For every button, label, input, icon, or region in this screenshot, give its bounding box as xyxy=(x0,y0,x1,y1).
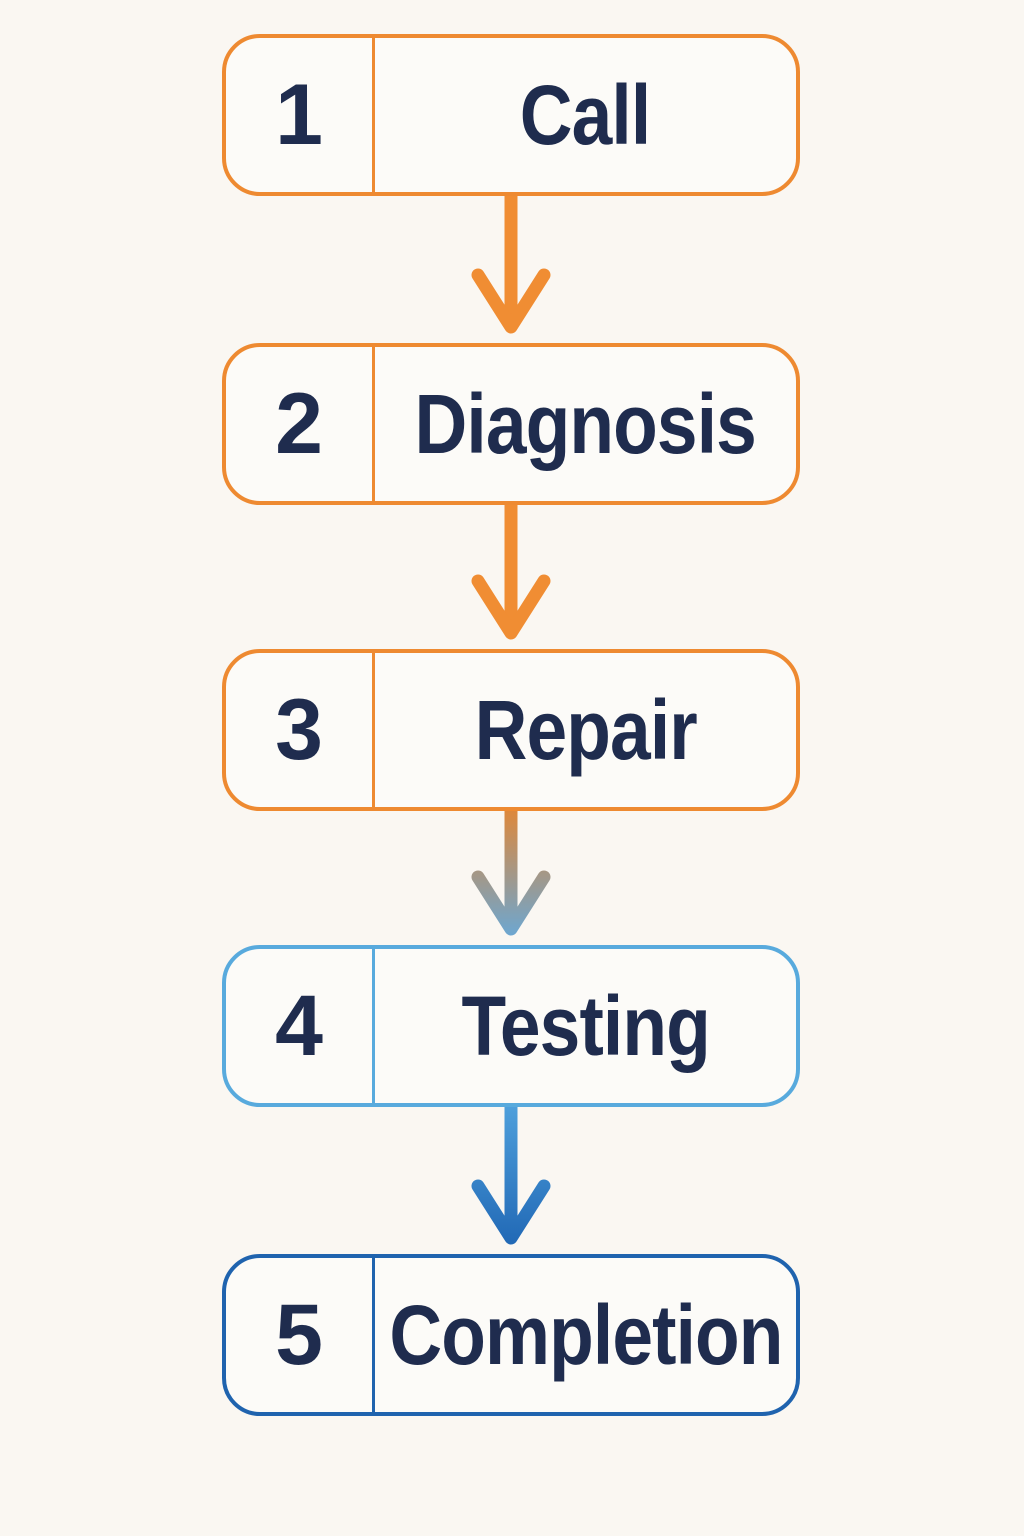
flow-arrow-4-5 xyxy=(471,1107,551,1245)
step-number: 5 xyxy=(275,1287,323,1383)
step-label: Repair xyxy=(474,683,697,777)
step-label: Completion xyxy=(388,1288,783,1382)
flow-arrow-2-3 xyxy=(471,505,551,640)
flow-arrow-1-2 xyxy=(471,196,551,334)
arrow-head-icon xyxy=(471,870,551,936)
step-number-cell: 2 xyxy=(226,347,375,501)
step-label: Call xyxy=(520,68,651,162)
arrow-head-icon xyxy=(471,574,551,640)
step-number-cell: 5 xyxy=(226,1258,375,1412)
arrow-head-icon xyxy=(471,268,551,334)
step-number: 1 xyxy=(275,67,323,163)
step-number-cell: 1 xyxy=(226,38,375,192)
step-label: Diagnosis xyxy=(414,377,757,471)
step-number: 2 xyxy=(275,376,323,472)
step-number: 3 xyxy=(275,682,323,778)
step-box-diagnosis: 2 Diagnosis xyxy=(222,343,800,505)
step-label-cell: Diagnosis xyxy=(375,347,796,501)
step-box-repair: 3 Repair xyxy=(222,649,800,811)
step-label-cell: Testing xyxy=(375,949,796,1103)
step-label-cell: Completion xyxy=(375,1258,796,1412)
step-label-cell: Call xyxy=(375,38,796,192)
step-box-completion: 5 Completion xyxy=(222,1254,800,1416)
step-box-testing: 4 Testing xyxy=(222,945,800,1107)
step-number-cell: 3 xyxy=(226,653,375,807)
flow-arrow-3-4 xyxy=(471,811,551,936)
step-box-call: 1 Call xyxy=(222,34,800,196)
step-number-cell: 4 xyxy=(226,949,375,1103)
arrow-head-icon xyxy=(471,1179,551,1245)
step-number: 4 xyxy=(275,978,323,1074)
step-label-cell: Repair xyxy=(375,653,796,807)
step-label: Testing xyxy=(461,979,710,1073)
